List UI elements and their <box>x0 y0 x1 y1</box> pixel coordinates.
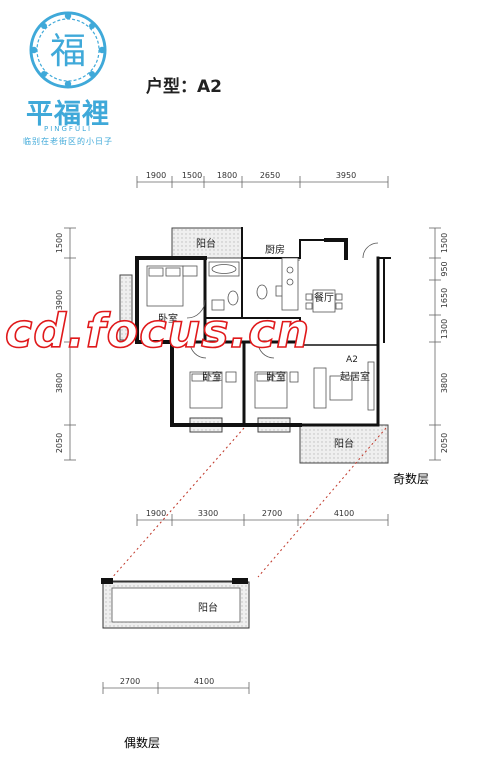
unit-title: 户型：A2 <box>146 77 222 97</box>
dim-right-1: 1500 <box>440 233 449 253</box>
brand-logo: 福 <box>28 10 108 90</box>
room-dining: 餐厅 <box>314 291 334 304</box>
dim-bottom-1: 1900 <box>146 509 166 518</box>
bay-window-left <box>119 274 133 341</box>
room-kitchen: 厨房 <box>265 243 285 256</box>
dim-top-4: 2650 <box>260 171 280 180</box>
room-bedroom-2: 卧室 <box>202 370 222 383</box>
sofa-icon <box>313 367 327 409</box>
dim-top <box>136 176 389 188</box>
furniture <box>146 257 375 411</box>
logo-glyph: 福 <box>50 31 86 72</box>
dim-left-4: 2050 <box>55 433 64 453</box>
odd-floor-label: 奇数层 <box>393 471 429 486</box>
watermark: cd.focus.cn <box>4 303 311 359</box>
room-bedroom-main: 卧室 <box>158 312 178 325</box>
logo-seal-icon: 福 <box>29 11 107 89</box>
toilet-icon <box>227 290 239 306</box>
dim-left <box>64 227 76 461</box>
tv-cabinet-icon <box>367 361 375 411</box>
dim-even-1: 2700 <box>120 677 140 686</box>
balcony-living <box>299 424 389 464</box>
brand-name: 平福裡 <box>26 99 110 130</box>
room-balcony-top: 阳台 <box>196 237 216 250</box>
dim-bottom-3: 2700 <box>262 509 282 518</box>
dim-left-3: 3800 <box>55 373 64 393</box>
dim-right-6: 2050 <box>440 433 449 453</box>
even-floor-balcony <box>101 578 250 629</box>
brand-slogan: 临别在老街区的小日子 <box>23 137 113 146</box>
balcony-top <box>171 227 243 259</box>
dim-right-3: 1650 <box>440 288 449 308</box>
dim-top-5: 3950 <box>336 171 356 180</box>
dining-table-icon <box>312 289 336 313</box>
dim-bottom-4: 4100 <box>334 509 354 518</box>
dim-top-3: 1800 <box>217 171 237 180</box>
dim-bottom-2: 3300 <box>198 509 218 518</box>
connector-lines <box>109 427 387 581</box>
dim-right-5: 3800 <box>440 373 449 393</box>
dim-even-2: 4100 <box>194 677 214 686</box>
dim-right-2: 950 <box>440 261 449 276</box>
room-balcony-living: 阳台 <box>334 437 354 450</box>
dim-bottom <box>136 514 389 526</box>
even-floor-balcony-label: 阳台 <box>198 601 218 614</box>
dim-top-2: 1500 <box>182 171 202 180</box>
sink-icon <box>211 299 225 311</box>
dim-right <box>429 227 441 461</box>
dim-right-4: 1300 <box>440 319 449 339</box>
walls <box>135 227 391 427</box>
room-living: 起居室 <box>340 370 370 383</box>
coffee-table-icon <box>329 375 353 401</box>
dim-top-1: 1900 <box>146 171 166 180</box>
dim-left-2: 3900 <box>55 290 64 310</box>
unit-tag: A2 <box>346 355 358 365</box>
brand-pinyin: PINGFULI <box>43 125 93 133</box>
dim-even-bottom <box>102 682 250 694</box>
even-floor-label: 偶数层 <box>124 735 160 750</box>
dim-left-1: 1500 <box>55 233 64 253</box>
room-bedroom-3: 卧室 <box>266 370 286 383</box>
